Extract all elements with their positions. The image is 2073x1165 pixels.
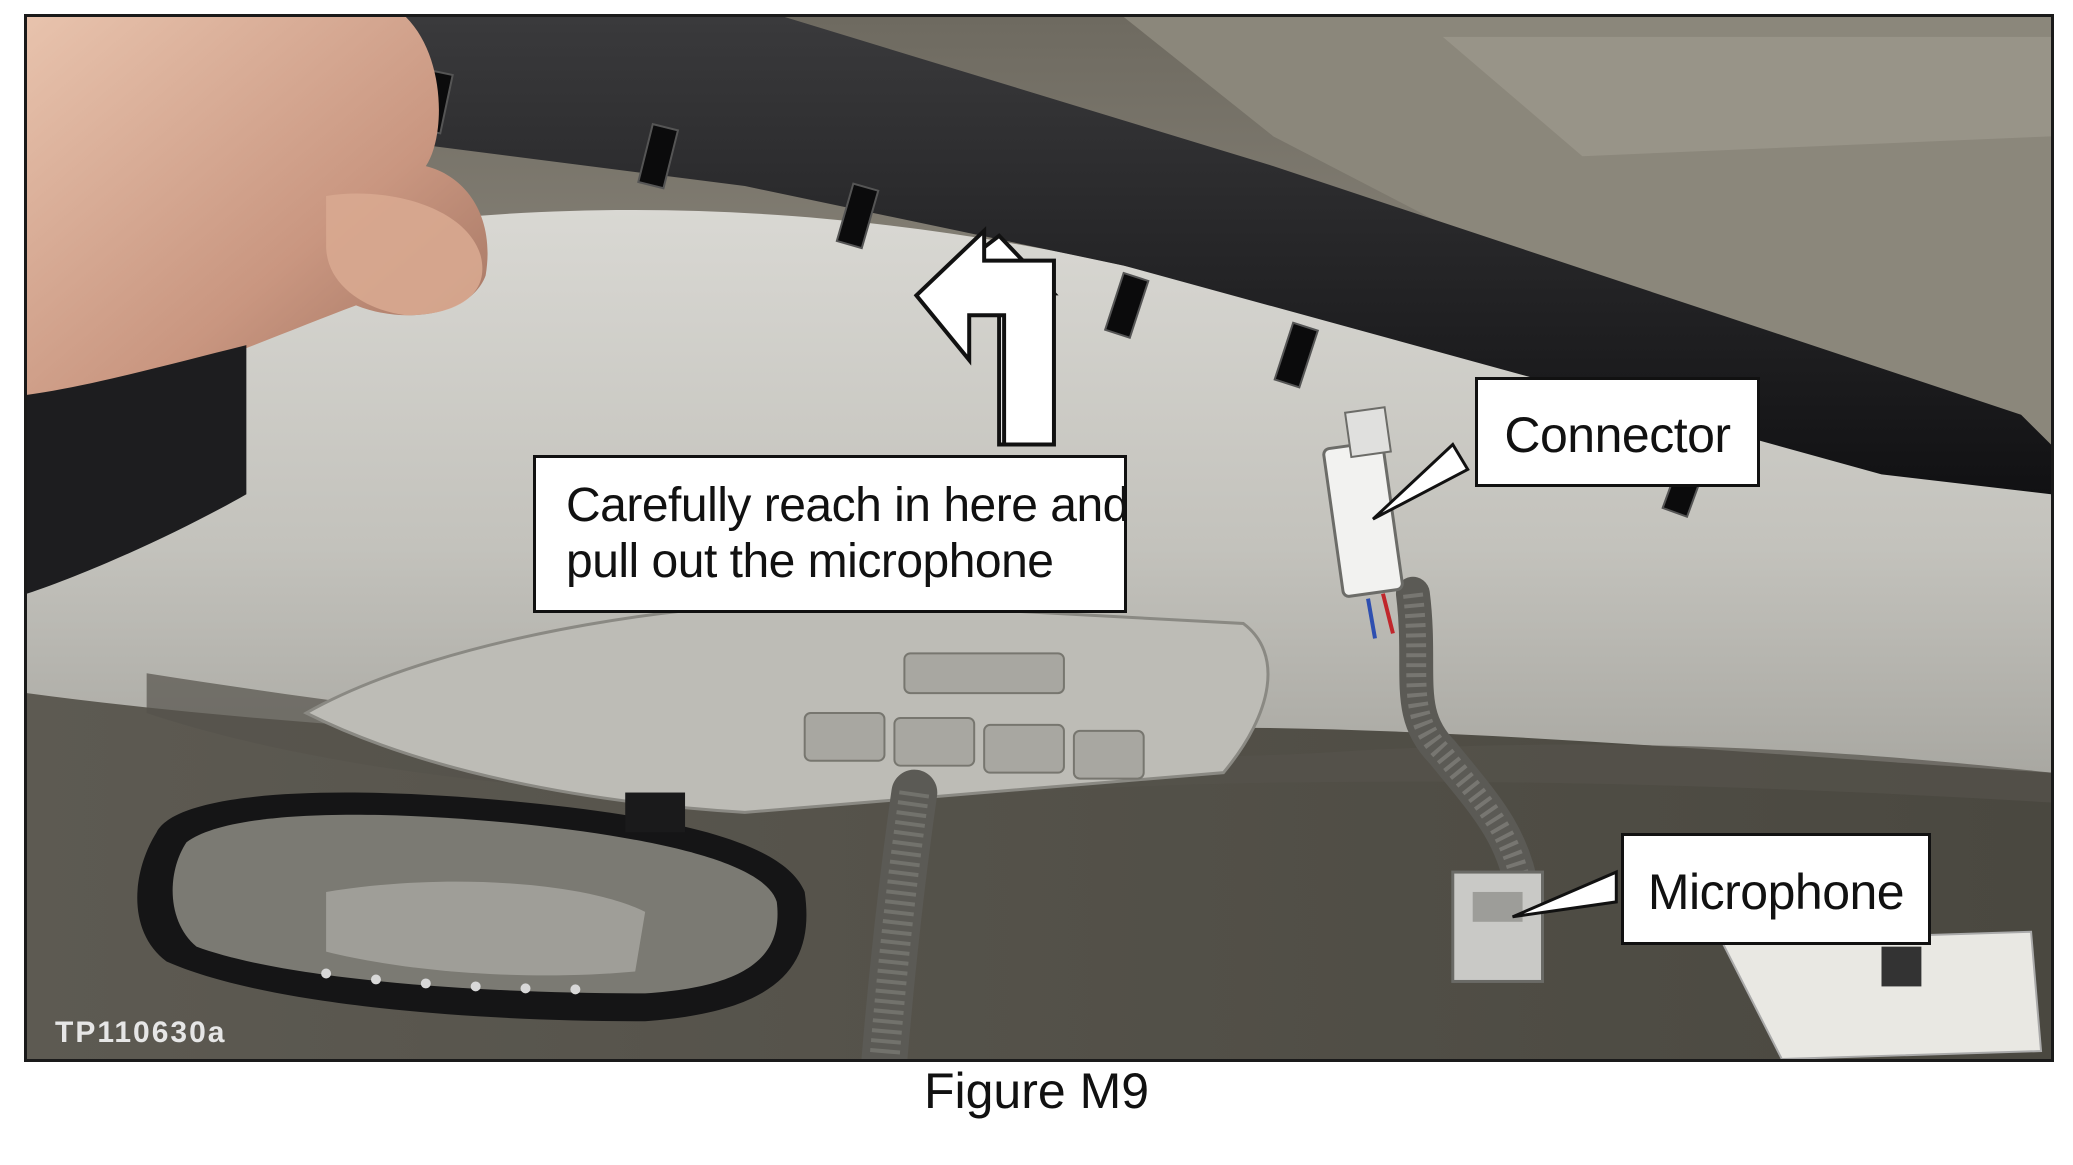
image-code-label: TP110630a — [55, 1016, 227, 1049]
sleeve — [27, 345, 247, 594]
microphone-part — [1451, 870, 1545, 983]
connector-callout: Connector — [1475, 377, 1760, 487]
vehicle-headliner-photo — [27, 17, 2051, 1059]
hand — [27, 17, 488, 594]
wiring-sleeve-left — [861, 769, 938, 1059]
figure-photo: Carefully reach in here and pull out the… — [24, 14, 2054, 1062]
reach-instruction-line-2: pull out the microphone — [566, 535, 1054, 588]
reach-arrow — [913, 226, 1056, 447]
trim-strip — [356, 17, 2051, 495]
connector-assembly — [1322, 406, 1540, 909]
microphone-callout: Microphone — [1621, 833, 1931, 945]
connector-pointer — [1371, 442, 1470, 521]
figure-caption: Figure M9 — [923, 1063, 1150, 1119]
reach-instruction-callout: Carefully reach in here and pull out the… — [533, 455, 1129, 613]
rearview-mirror — [137, 792, 807, 1022]
microphone-pointer — [1512, 869, 1618, 919]
windshield-sticker — [1720, 930, 2043, 1059]
reach-instruction-line-1: Carefully reach in here and — [566, 479, 1129, 532]
console-buttons — [803, 652, 1145, 780]
